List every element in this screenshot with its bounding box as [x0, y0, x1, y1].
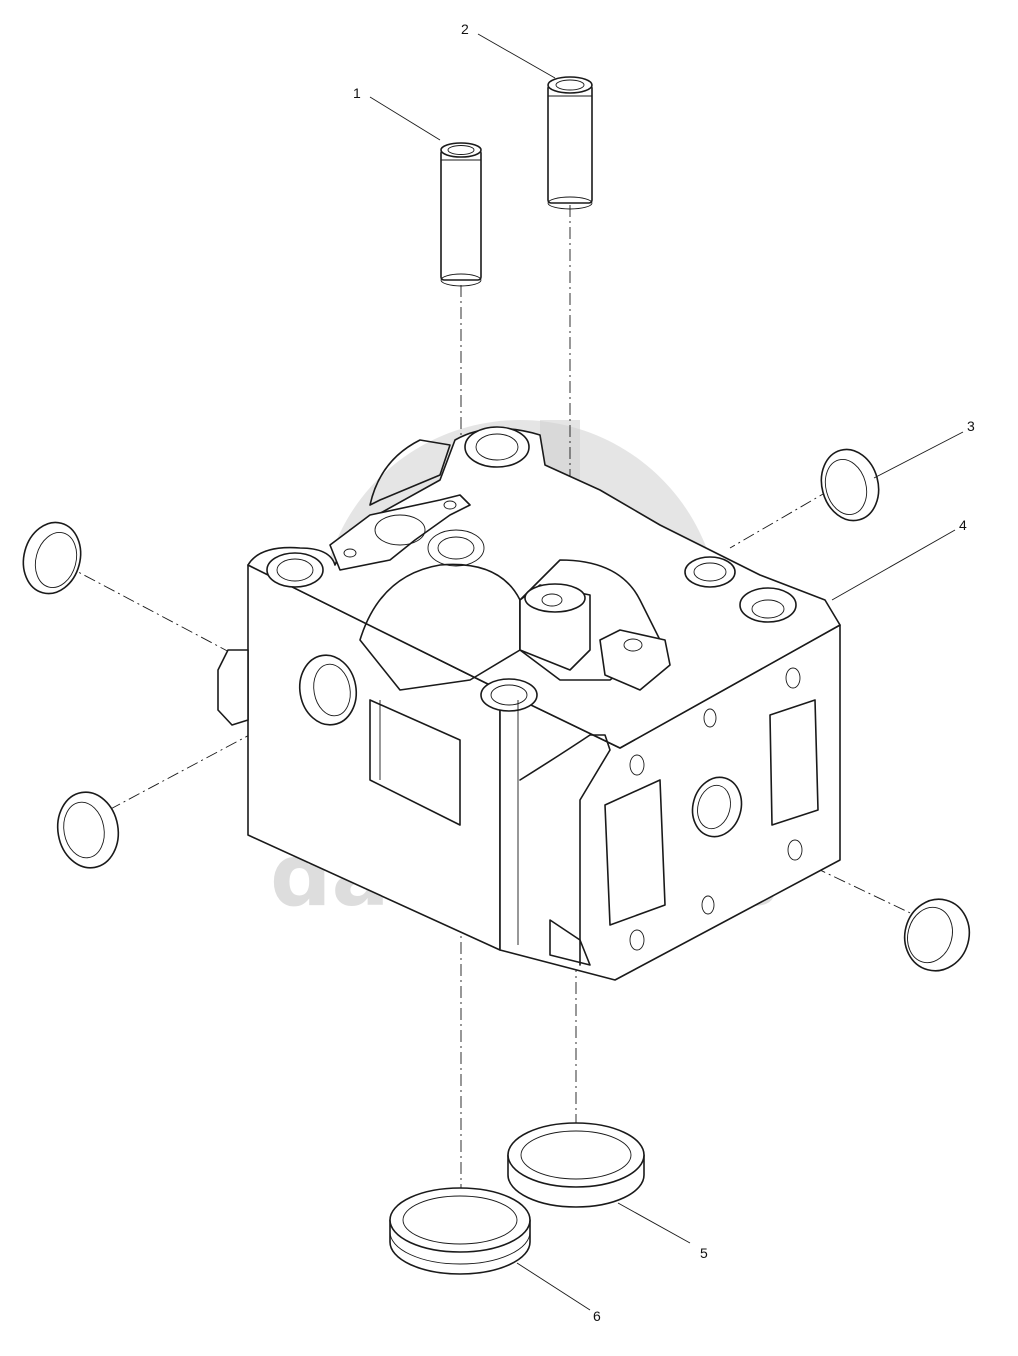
expansion-plug-top-left: [22, 521, 82, 595]
callout-3: 3: [967, 418, 975, 434]
callout-1: 1: [353, 85, 361, 101]
expansion-plug-top-right: [820, 448, 880, 522]
expansion-plug-bottom-right: [903, 898, 971, 972]
callout-6: 6: [593, 1308, 601, 1324]
callout-leaders: [369, 33, 964, 1311]
callout-5: 5: [700, 1245, 708, 1261]
callout-2: 2: [461, 21, 469, 37]
expansion-plug-bottom-left: [56, 791, 120, 869]
valve-seat-ring-6: [389, 1187, 531, 1275]
valve-guide-short: [440, 142, 482, 287]
valve-guide-long: [547, 76, 593, 210]
cylinder-head: [217, 426, 841, 981]
callout-4: 4: [959, 517, 967, 533]
valve-seat-ring-5: [507, 1122, 645, 1208]
